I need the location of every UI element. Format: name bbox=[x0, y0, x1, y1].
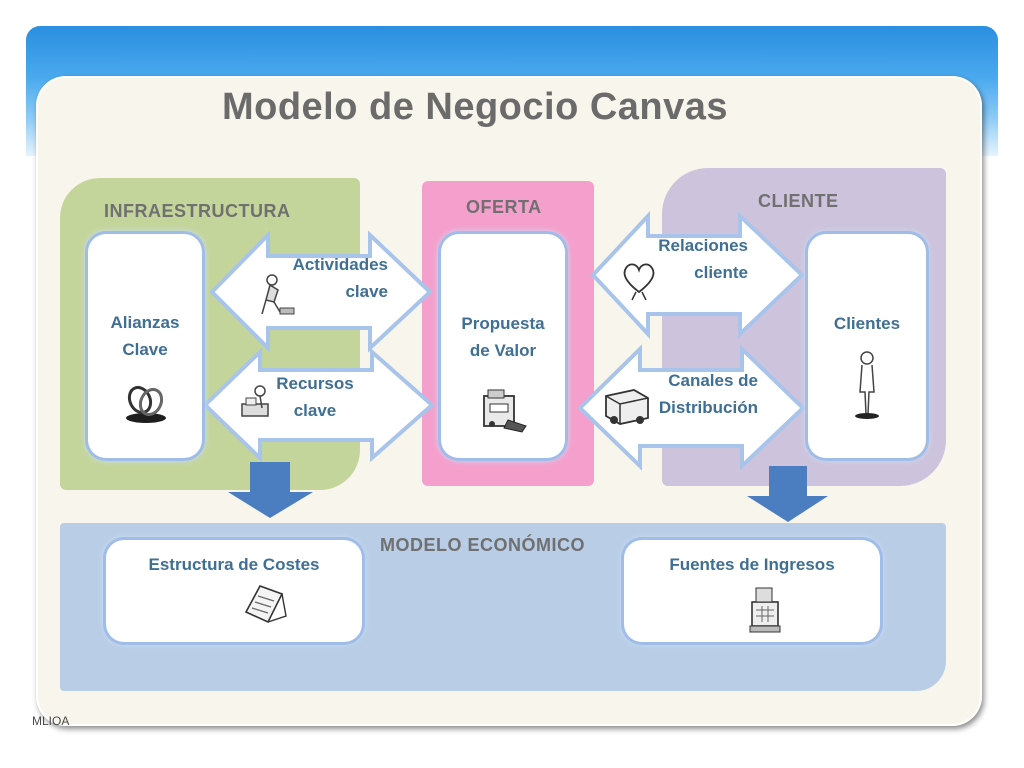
cash-register-icon bbox=[749, 587, 781, 633]
down-arrow-right bbox=[747, 466, 828, 522]
arrow-label-canales: Canales de Distribución bbox=[646, 367, 758, 421]
box-label-alianzas: Alianzas Clave bbox=[88, 309, 202, 363]
label-cliente: CLIENTE bbox=[758, 191, 839, 211]
box-clientes bbox=[808, 234, 926, 458]
arrow-label-line: cliente bbox=[694, 263, 748, 282]
heart-icon bbox=[623, 263, 655, 301]
box-estructura-costes bbox=[106, 540, 362, 642]
box-label-line: de Valor bbox=[469, 341, 537, 360]
down-arrow-left bbox=[228, 462, 313, 518]
chain-links-icon bbox=[126, 385, 166, 423]
arrow-canales bbox=[577, 344, 806, 471]
footer-credit: MLIOA bbox=[32, 714, 70, 728]
desk-person-icon bbox=[241, 385, 269, 417]
arrow-recursos bbox=[202, 347, 436, 463]
box-label-propuesta: Propuesta de Valor bbox=[441, 310, 565, 364]
arrow-label-line: Recursos bbox=[276, 374, 354, 393]
label-oferta: OFERTA bbox=[466, 197, 542, 217]
box-label-line: Estructura de Costes bbox=[148, 555, 320, 574]
machine-icon bbox=[483, 389, 527, 433]
documents-icon bbox=[244, 585, 287, 624]
label-infraestructura: INFRAESTRUCTURA bbox=[104, 201, 291, 221]
box-label-clientes: Clientes bbox=[808, 310, 926, 337]
worker-icon bbox=[261, 274, 295, 315]
person-icon bbox=[855, 351, 879, 419]
arrow-label-relaciones: Relaciones cliente bbox=[636, 232, 748, 286]
box-label-costes: Estructura de Costes bbox=[106, 551, 362, 578]
arrow-label-actividades: Actividades clave bbox=[268, 251, 388, 305]
arrow-label-line: clave bbox=[293, 401, 337, 420]
arrow-label-recursos: Recursos clave bbox=[255, 370, 375, 424]
arrow-label-line: Actividades bbox=[292, 255, 388, 274]
box-label-line: Propuesta bbox=[461, 314, 545, 333]
box-label-line: Alianzas bbox=[110, 313, 180, 332]
label-modelo-economico: MODELO ECONÓMICO bbox=[380, 535, 585, 555]
arrow-actividades bbox=[209, 230, 433, 353]
arrow-label-line: Relaciones bbox=[658, 236, 748, 255]
arrow-label-line: clave bbox=[345, 282, 388, 301]
arrow-label-line: Distribución bbox=[658, 398, 758, 417]
box-label-line: Fuentes de Ingresos bbox=[669, 555, 835, 574]
box-label-line: Clave bbox=[122, 340, 168, 359]
page-title: Modelo de Negocio Canvas bbox=[221, 86, 729, 128]
arrow-relaciones bbox=[590, 210, 805, 340]
box-label-ingresos: Fuentes de Ingresos bbox=[624, 551, 880, 578]
box-label-line: Clientes bbox=[833, 314, 901, 333]
truck-icon bbox=[605, 389, 649, 425]
arrow-label-line: Canales de bbox=[668, 371, 758, 390]
